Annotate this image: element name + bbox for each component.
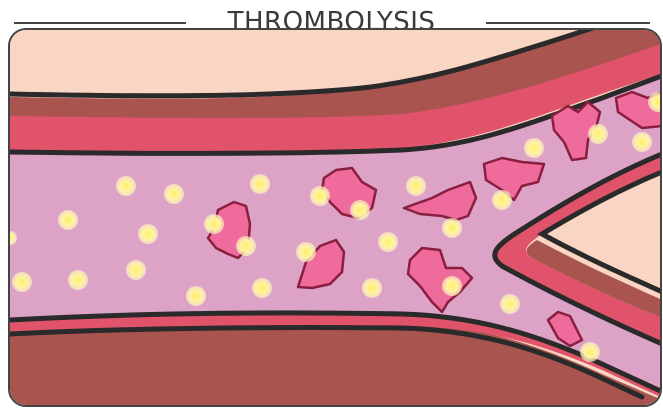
thrombolytic-particle-icon (116, 176, 136, 196)
thrombolytic-particle-icon (492, 190, 512, 210)
thrombolytic-particle-icon (186, 286, 206, 306)
thrombolytic-particle-icon (442, 218, 462, 238)
thrombolytic-particle-icon (310, 186, 330, 206)
thrombolytic-particle-icon (442, 276, 462, 296)
thrombolytic-particle-icon (68, 270, 88, 290)
thrombolytic-particle-icon (580, 342, 600, 362)
thrombolytic-particle-icon (12, 272, 32, 292)
thrombolytic-particle-icon (588, 124, 608, 144)
thrombolytic-particle-icon (204, 214, 224, 234)
thrombolytic-particle-icon (378, 232, 398, 252)
thrombolytic-particle-icon (138, 224, 158, 244)
thrombolytic-particle-icon (524, 138, 544, 158)
thrombolytic-particle-icon (58, 210, 78, 230)
thrombolytic-particle-icon (632, 132, 652, 152)
thrombolytic-particle-icon (236, 236, 256, 256)
thrombolytic-particle-icon (406, 176, 426, 196)
thrombolytic-particle-icon (362, 278, 382, 298)
thrombolytic-particle-icon (296, 242, 316, 262)
thrombolytic-particle-icon (126, 260, 146, 280)
thrombolytic-particle-icon (250, 174, 270, 194)
thrombolytic-particle-icon (350, 200, 370, 220)
thrombolytic-particle-icon (252, 278, 272, 298)
thrombolytic-particle-icon (500, 294, 520, 314)
illustration-frame (8, 28, 662, 407)
vessel-illustration (10, 30, 660, 405)
thrombolytic-particle-icon (164, 184, 184, 204)
